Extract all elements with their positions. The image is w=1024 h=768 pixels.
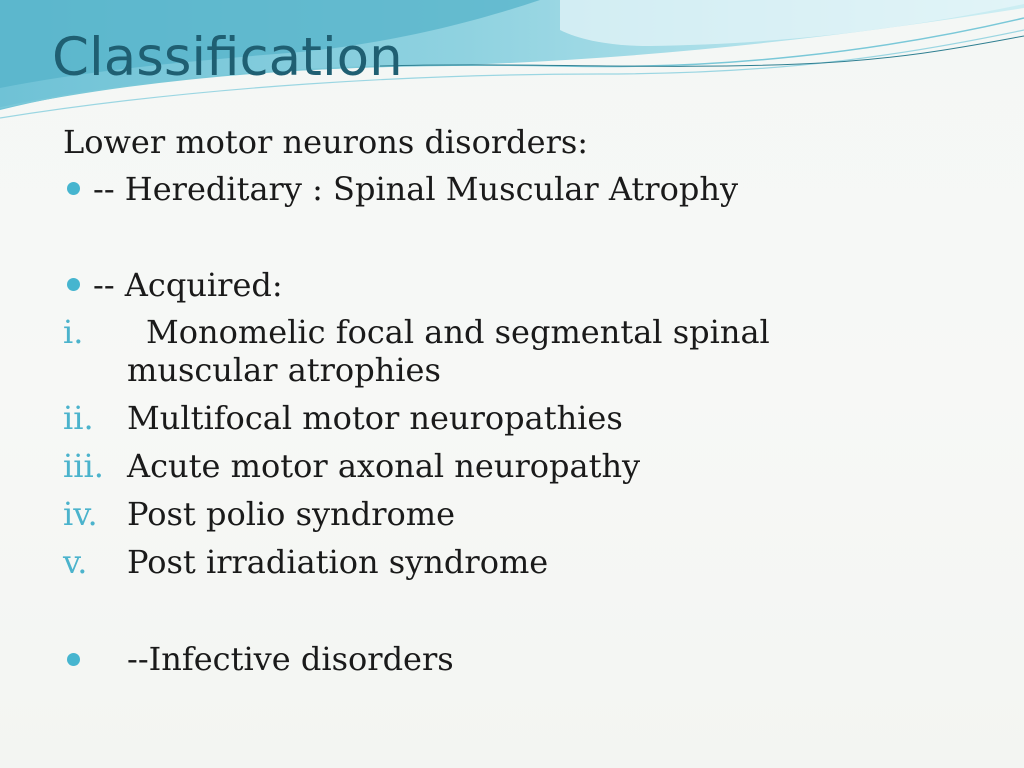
wave-decoration (0, 0, 1024, 119)
list-item-text: Post irradiation syndrome (127, 543, 549, 581)
list-marker: ii. (63, 399, 94, 437)
section-heading: Lower motor neurons disorders: (63, 123, 589, 161)
bullet-item: --Infective disorders (127, 640, 454, 678)
bullet-item: -- Acquired: (93, 266, 283, 304)
bullet-dot-icon (67, 182, 80, 195)
bullet-item: -- Hereditary : Spinal Muscular Atrophy (93, 170, 739, 208)
list-marker: iii. (63, 447, 104, 485)
list-marker: v. (63, 543, 88, 581)
list-item-text: Post polio syndrome (127, 495, 456, 533)
list-item-text: Multifocal motor neuropathies (127, 399, 623, 437)
list-marker: i. (63, 313, 84, 351)
list-item-text-continued: muscular atrophies (127, 351, 441, 389)
list-item-text: Monomelic focal and segmental spinal (146, 313, 770, 351)
bullet-dot-icon (67, 653, 80, 666)
list-item-text: Acute motor axonal neuropathy (127, 447, 641, 485)
slide-title: Classification (52, 27, 403, 88)
list-marker: iv. (63, 495, 98, 533)
bullet-dot-icon (67, 278, 80, 291)
